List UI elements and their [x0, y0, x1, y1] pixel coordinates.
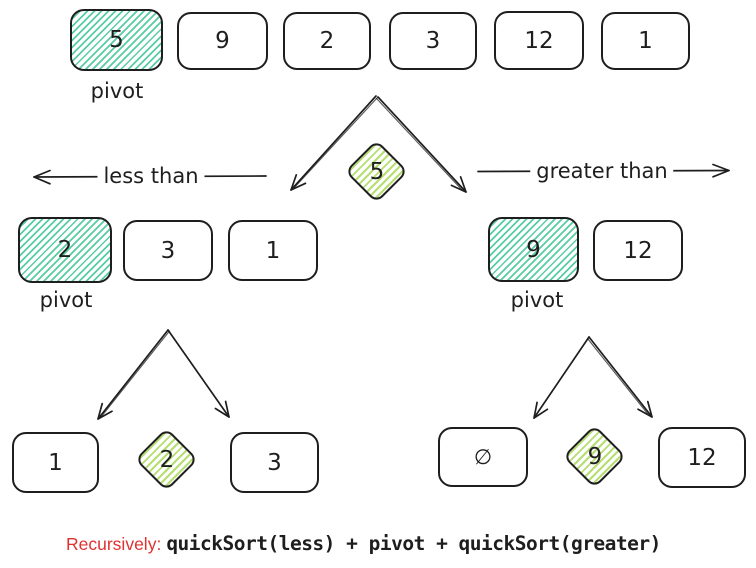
empty-set-symbol: ∅ — [473, 445, 493, 469]
pivot-label-top: pivot — [90, 79, 144, 103]
box-value: 1 — [48, 449, 63, 476]
array-box: 1 — [228, 220, 318, 281]
pivot-label-right: pivot — [510, 288, 564, 312]
box-value: 1 — [265, 237, 281, 264]
greater-than-label: greater than — [530, 159, 674, 183]
diamond-value: 9 — [587, 444, 603, 470]
right-split-arrows — [533, 336, 653, 419]
box-value: 5 — [109, 27, 124, 53]
less-than-label: less than — [97, 164, 205, 188]
box-value: 3 — [267, 449, 282, 476]
pivot-diamond-left: 2 — [134, 427, 199, 492]
box-value: 12 — [687, 444, 717, 471]
box-value: 1 — [638, 28, 653, 54]
caption: Recursively: quickSort(less) + pivot + q… — [66, 532, 661, 555]
box-value: 12 — [623, 237, 653, 264]
box-value: 2 — [319, 28, 335, 54]
result-box: 3 — [230, 432, 319, 493]
caption-prefix: Recursively: — [66, 534, 162, 554]
box-value: 3 — [160, 237, 176, 264]
box-value: 9 — [215, 28, 230, 54]
array-box-pivot: 5 — [70, 9, 163, 71]
box-value: 12 — [524, 27, 554, 54]
result-box: 12 — [658, 427, 746, 488]
box-value: 9 — [526, 236, 541, 263]
pivot-label-left: pivot — [39, 288, 93, 312]
array-box: 2 — [283, 12, 371, 70]
caption-code: quickSort(less) + pivot + quickSort(grea… — [166, 532, 661, 555]
left-split-arrows — [97, 329, 230, 420]
diamond-value: 5 — [369, 159, 385, 185]
diamond-value: 2 — [159, 447, 175, 473]
array-box: 1 — [601, 12, 690, 70]
result-box-empty: ∅ — [438, 427, 528, 487]
array-box-pivot: 9 — [488, 217, 579, 282]
array-box: 3 — [123, 220, 213, 281]
array-box: 9 — [177, 12, 268, 70]
array-box: 12 — [593, 220, 683, 281]
array-box-pivot: 2 — [18, 217, 112, 283]
array-box: 3 — [389, 12, 477, 70]
pivot-diamond-top: 5 — [344, 139, 409, 204]
top-split-arrows — [290, 95, 467, 193]
box-value: 3 — [425, 28, 441, 54]
pivot-diamond-right: 9 — [562, 424, 627, 489]
result-box: 1 — [12, 432, 99, 493]
array-box: 12 — [494, 11, 584, 70]
box-value: 2 — [57, 237, 73, 263]
